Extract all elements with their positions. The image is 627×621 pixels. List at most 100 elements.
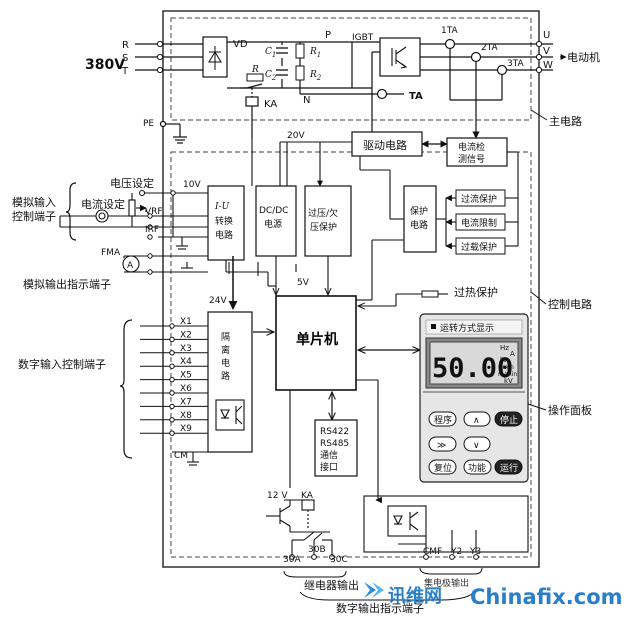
mcu-label: 单片机 [296, 331, 338, 348]
up-button[interactable]: ∧ [463, 411, 491, 427]
output-u: U [543, 30, 550, 41]
digital-input-brace [119, 319, 133, 459]
v10-label: 10V [183, 180, 201, 190]
ct-3ta-label: 3TA [507, 59, 525, 69]
watermark: 讯维网 Chinafix.com [364, 582, 623, 609]
digital-input-terminal [169, 350, 175, 356]
control-circuit-region [170, 151, 532, 558]
comm-label-4: 接口 [320, 461, 338, 473]
analog-terminals [147, 190, 176, 240]
unit-hz: Hz [500, 344, 509, 352]
down-button[interactable]: ∨ [463, 436, 491, 452]
output-terminals [535, 40, 543, 74]
unit-kv: kV [504, 377, 513, 385]
mcu-to-relay-wiring [289, 379, 382, 504]
current-detect-block [446, 137, 508, 167]
optocoupler-icon [387, 505, 477, 552]
control-circuit-pointer [530, 291, 547, 305]
watermark-logo [364, 582, 376, 598]
digital-input-terminal [169, 376, 175, 383]
cmf-label: CMF [423, 547, 442, 557]
lcd-units: Hz A % r/min m/min kV [498, 344, 517, 385]
phase-t-label: T [121, 66, 129, 77]
comm-interface-block [314, 419, 358, 477]
cm-label: CM [174, 451, 188, 461]
ka2-label: KA [301, 491, 314, 501]
iu-label-3: 电路 [215, 229, 233, 241]
ct-3ta-icon [496, 64, 508, 100]
overvoltage-label-2: 压保护 [310, 221, 337, 233]
protection-label-1: 保护 [410, 205, 428, 217]
overheat-label: 过热保护 [454, 285, 498, 299]
fma-label: FMA [101, 248, 121, 258]
digital-output-label: 数字输出指示端子 [336, 601, 424, 615]
overcurrent-label: 过流保护 [461, 193, 497, 205]
digital-input-label-x8: X8 [180, 411, 192, 421]
operation-panel-label: 操作面板 [548, 403, 592, 417]
relay-terminals [289, 554, 335, 560]
overheat-wiring [358, 293, 448, 306]
comm-label-3: 通信 [320, 449, 338, 461]
unit-pct: % [500, 356, 507, 364]
isolation-label-1: 隔 [221, 332, 230, 343]
irf-label: IRF [145, 225, 159, 235]
supply-20v-wiring [279, 141, 352, 186]
unit-mmin: m/min [498, 371, 517, 378]
mcu-block [275, 295, 357, 391]
potentiometer-icon [128, 189, 208, 227]
relay-output-brace [283, 570, 347, 578]
input-terminals [156, 40, 164, 74]
iu-converter-block [207, 185, 245, 261]
panel-title-bar [425, 319, 523, 335]
ammeter-label: A [127, 261, 134, 271]
outer-frame [162, 10, 540, 568]
voltage-setting-label: 电压设定 [110, 176, 154, 190]
output-v: V [543, 46, 550, 57]
dcdc-label-2: 电源 [264, 218, 282, 230]
digital-input-terminal [169, 417, 175, 423]
digital-input-terminal [169, 323, 175, 329]
control-circuit-label: 控制电路 [548, 297, 592, 311]
relay-driver-wiring [266, 499, 333, 555]
comm-label-1: RS422 [320, 427, 349, 437]
ct-2ta-icon [470, 51, 482, 100]
digital-input-terminal [169, 390, 175, 396]
prog-button[interactable]: 程序 [428, 411, 457, 427]
dcdc-out-wiring [257, 262, 297, 276]
main-circuit-label: 主电路 [549, 115, 582, 128]
ground-icon [176, 237, 188, 250]
overload-block [455, 237, 506, 255]
ct-ta-icon [376, 88, 388, 100]
watermark-logo-accent [372, 582, 384, 598]
function-button[interactable]: 功能 [463, 459, 492, 475]
protection-label-2: 电路 [410, 219, 428, 231]
ct-1ta-label: 1TA [441, 26, 459, 36]
current-detect-label-1: 电流检 [458, 141, 485, 153]
vrf-label: VRF [145, 207, 163, 217]
function-button-label: 功能 [468, 462, 486, 474]
current-setting-label: 电流设定 [81, 197, 125, 211]
unit-rmin: r/min [498, 364, 514, 371]
phase-r-label: R [122, 40, 129, 51]
pe-label: PE [143, 119, 154, 129]
input-lines [135, 43, 203, 71]
stop-button[interactable]: 停止 [494, 411, 523, 427]
ct-2ta-label: 2TA [481, 43, 499, 53]
overcurrent-block [455, 189, 506, 207]
overheat-sensor [421, 290, 439, 298]
run-button[interactable]: 运行 [494, 459, 523, 475]
collector-output-label: 集电极输出 [424, 577, 469, 589]
iu-label-2: 转换 [215, 215, 233, 227]
up-button-label: ∧ [473, 416, 480, 426]
lcd-screen [429, 341, 519, 385]
reset-button[interactable]: 复位 [428, 459, 457, 475]
shift-button[interactable]: ≫ [428, 436, 457, 452]
run-button-label: 运行 [500, 462, 518, 474]
current-source-icon [95, 209, 109, 223]
digital-input-label-x2: X2 [180, 330, 192, 340]
relay-30b-label: 30B [308, 545, 326, 555]
current-detect-label-2: 测信号 [458, 153, 485, 165]
isolation-label-4: 路 [221, 370, 230, 382]
shift-button-label: ≫ [437, 441, 446, 451]
ka-label: KA [264, 99, 277, 110]
